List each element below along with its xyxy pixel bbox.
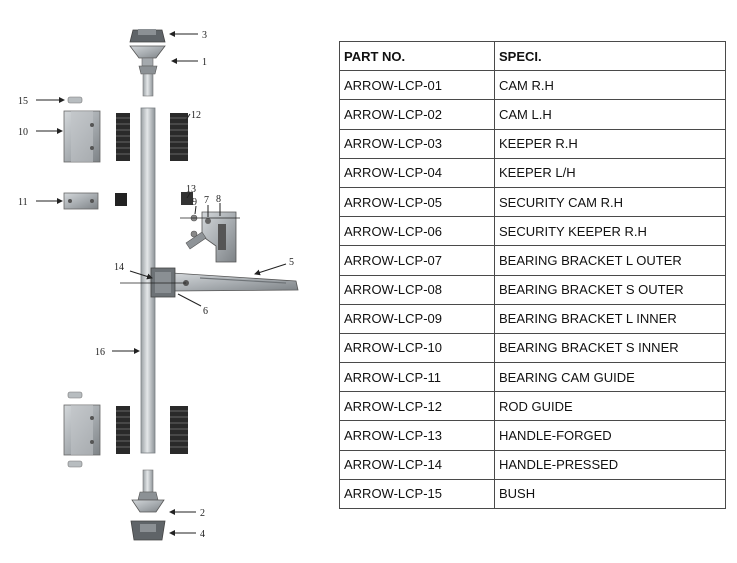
top-cam [129,45,166,97]
part-no-cell: ARROW-LCP-02 [339,99,495,130]
callout-8: 8 [216,194,221,205]
part-no-cell: ARROW-LCP-10 [339,332,495,364]
top-rod-guide-right [170,113,188,161]
speci-cell: BEARING BRACKET L INNER [494,303,726,334]
callout-5: 5 [289,257,294,268]
bottom-keeper [130,520,166,541]
callout-9: 9 [192,197,197,208]
handle-stop-block [181,192,193,205]
speci-cell: CAM L.H [494,99,726,130]
handle-bar [171,272,299,292]
small-rod-guide [115,193,127,206]
speci-cell: BEARING BRACKET S INNER [494,332,726,364]
part-no-cell: ARROW-LCP-03 [339,128,495,159]
part-no-cell: ARROW-LCP-09 [339,303,495,334]
callout-11: 11 [18,197,28,208]
speci-cell: BUSH [494,478,726,510]
speci-cell: ROD GUIDE [494,391,726,422]
part-no-cell: ARROW-LCP-12 [339,391,495,422]
callout-14: 14 [114,262,124,273]
callout-12: 12 [191,110,201,121]
callout-1: 1 [202,57,207,68]
handle-mount [150,267,176,298]
top-rod-guide-left [116,113,130,161]
callout-2: 2 [200,508,205,519]
speci-cell: HANDLE-PRESSED [494,449,726,480]
callout-4: 4 [200,529,205,540]
speci-cell: BEARING BRACKET S OUTER [494,274,726,305]
header-part-no: PART NO. [339,40,495,72]
leader-lines [36,31,287,536]
top-keeper [129,29,166,43]
callout-6: 6 [203,306,208,317]
callout-16: 16 [95,347,105,358]
speci-cell: BEARING BRACKET L OUTER [494,245,726,276]
callout-10: 10 [18,127,28,138]
part-no-cell: ARROW-LCP-15 [339,478,495,510]
part-no-cell: ARROW-LCP-01 [339,70,495,101]
bottom-bush-lower [67,460,83,468]
header-speci: SPECI. [494,40,726,72]
callout-3: 3 [202,30,207,41]
callout-13: 13 [186,184,196,195]
callout-7: 7 [204,195,209,206]
speci-cell: SECURITY KEEPER R.H [494,216,726,247]
part-no-cell: ARROW-LCP-13 [339,420,495,451]
speci-cell: SECURITY CAM R.H [494,186,726,218]
bottom-bush-upper [67,391,83,399]
bottom-rod-guide-left [116,406,130,454]
part-no-cell: ARROW-LCP-05 [339,186,495,218]
speci-cell: HANDLE-FORGED [494,420,726,451]
part-no-cell: ARROW-LCP-11 [339,362,495,393]
top-bush [67,96,83,104]
top-bearing-bracket [63,110,101,163]
speci-cell: BEARING CAM GUIDE [494,362,726,393]
bearing-cam-guide [63,192,99,210]
speci-cell: KEEPER L/H [494,157,726,188]
bottom-rod-guide-right [170,406,188,454]
speci-cell: KEEPER R.H [494,128,726,159]
part-no-cell: ARROW-LCP-07 [339,245,495,276]
part-no-cell: ARROW-LCP-14 [339,449,495,480]
bottom-cam [131,469,165,513]
table-header-row: PART NO. SPECI. [339,40,726,72]
handle-keeper-plate [185,211,237,263]
bottom-bearing-bracket [63,404,101,456]
part-no-cell: ARROW-LCP-06 [339,216,495,247]
callout-15: 15 [18,96,28,107]
part-no-cell: ARROW-LCP-08 [339,274,495,305]
exploded-parts-diagram: 3 1 15 10 12 11 13 9 7 8 5 14 6 16 2 4 [18,29,299,541]
speci-cell: CAM R.H [494,70,726,101]
part-no-cell: ARROW-LCP-04 [339,157,495,188]
